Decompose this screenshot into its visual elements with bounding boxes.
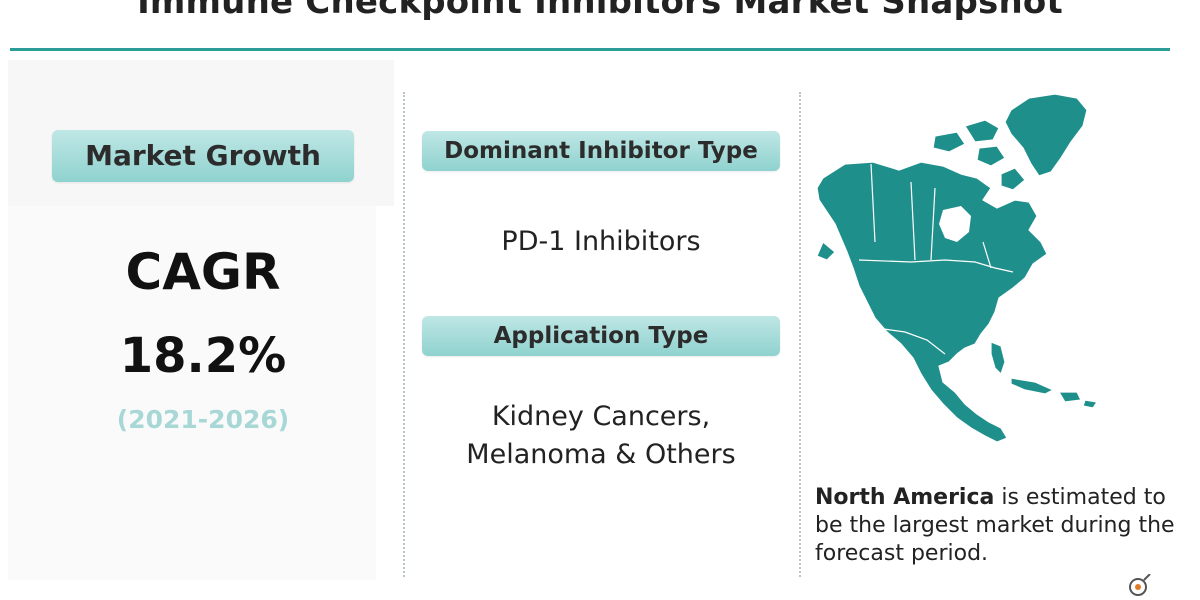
application-type-value: Kidney Cancers, Melanoma & Others — [410, 398, 792, 474]
arctic-island-3 — [976, 145, 1006, 167]
province-line-2 — [930, 187, 936, 261]
brand-logo-icon — [1129, 574, 1151, 596]
cagr-label: CAGR — [125, 243, 281, 301]
cagr-period: (2021-2026) — [116, 405, 290, 434]
application-type-label: Application Type — [422, 316, 780, 356]
hudson-bay — [939, 206, 971, 242]
north-america-mainland — [816, 161, 1048, 443]
market-growth-label: Market Growth — [52, 130, 354, 182]
arctic-island-4 — [1000, 167, 1026, 191]
arctic-island-1 — [964, 119, 1000, 143]
cagr-value: 18.2% — [119, 328, 287, 384]
caribbean-island — [1082, 399, 1098, 409]
province-line-1 — [910, 181, 916, 261]
region-name: North America — [815, 485, 995, 510]
page-title: Immune Checkpoint Inhibitors Market Snap… — [137, 0, 1063, 22]
section-divider-right — [799, 92, 801, 577]
application-line-2: Melanoma & Others — [466, 439, 736, 470]
cuba-shape — [1010, 377, 1054, 395]
greenland-shape — [1004, 93, 1088, 177]
arctic-island-2 — [932, 131, 966, 153]
alaska-border — [870, 163, 876, 243]
dominant-inhibitor-label: Dominant Inhibitor Type — [422, 131, 780, 171]
hispaniola-shape — [1058, 391, 1082, 403]
us-mexico-border — [876, 327, 946, 355]
title-divider — [10, 48, 1170, 51]
region-note: North America is estimated to be the lar… — [815, 484, 1185, 568]
region-description: is estimated to be the largest market du… — [815, 485, 1175, 566]
application-line-1: Kidney Cancers, — [491, 401, 711, 432]
section-divider-left — [403, 92, 405, 577]
dominant-inhibitor-value: PD-1 Inhibitors — [501, 226, 701, 257]
us-canada-border — [858, 259, 1014, 273]
florida-shape — [990, 341, 1006, 375]
province-line-3 — [982, 241, 992, 269]
aleutian-tail — [816, 241, 836, 261]
north-america-map — [816, 93, 1098, 443]
